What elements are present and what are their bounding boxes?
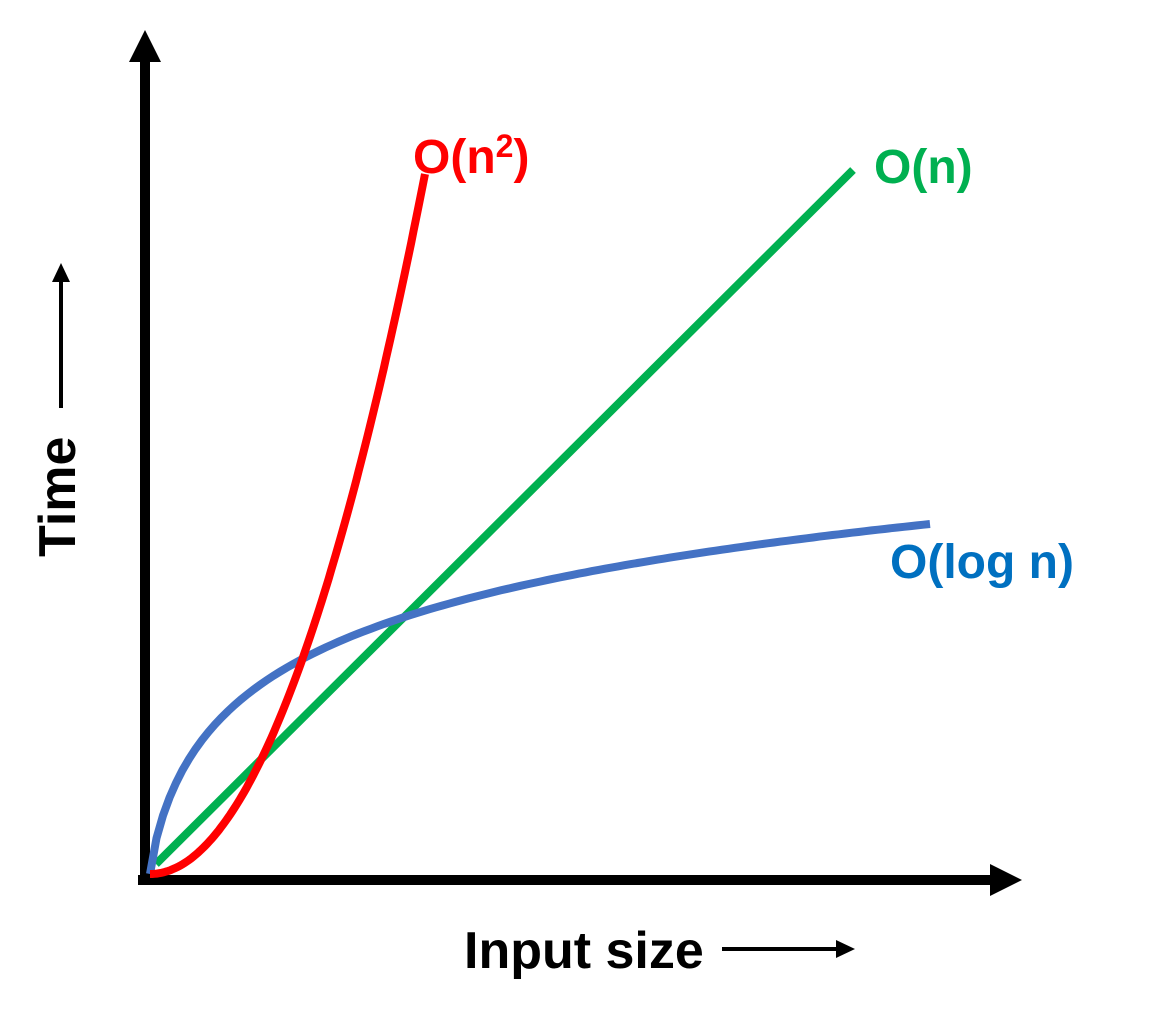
series-label-o-log-n: O(log n): [890, 536, 1074, 589]
series-line-o-n: [153, 167, 856, 867]
series-label-base: O(n: [413, 131, 496, 184]
series-line-o-log-n: [146, 520, 931, 875]
x-label-arrow-head: [836, 940, 855, 958]
y-axis-arrowhead: [129, 30, 161, 62]
series-line-o-n-squared: [150, 173, 429, 878]
series-label-o-n: O(n): [874, 141, 973, 194]
series-label-superscript: 2: [496, 128, 514, 164]
x-axis-arrowhead: [990, 864, 1022, 896]
series-label-o-n-squared: O(n2): [413, 128, 529, 184]
series-label-close: ): [513, 131, 529, 184]
x-axis-label: Input size: [464, 922, 704, 980]
y-label-arrow-head: [52, 263, 70, 282]
y-axis-label: Time: [29, 437, 87, 557]
